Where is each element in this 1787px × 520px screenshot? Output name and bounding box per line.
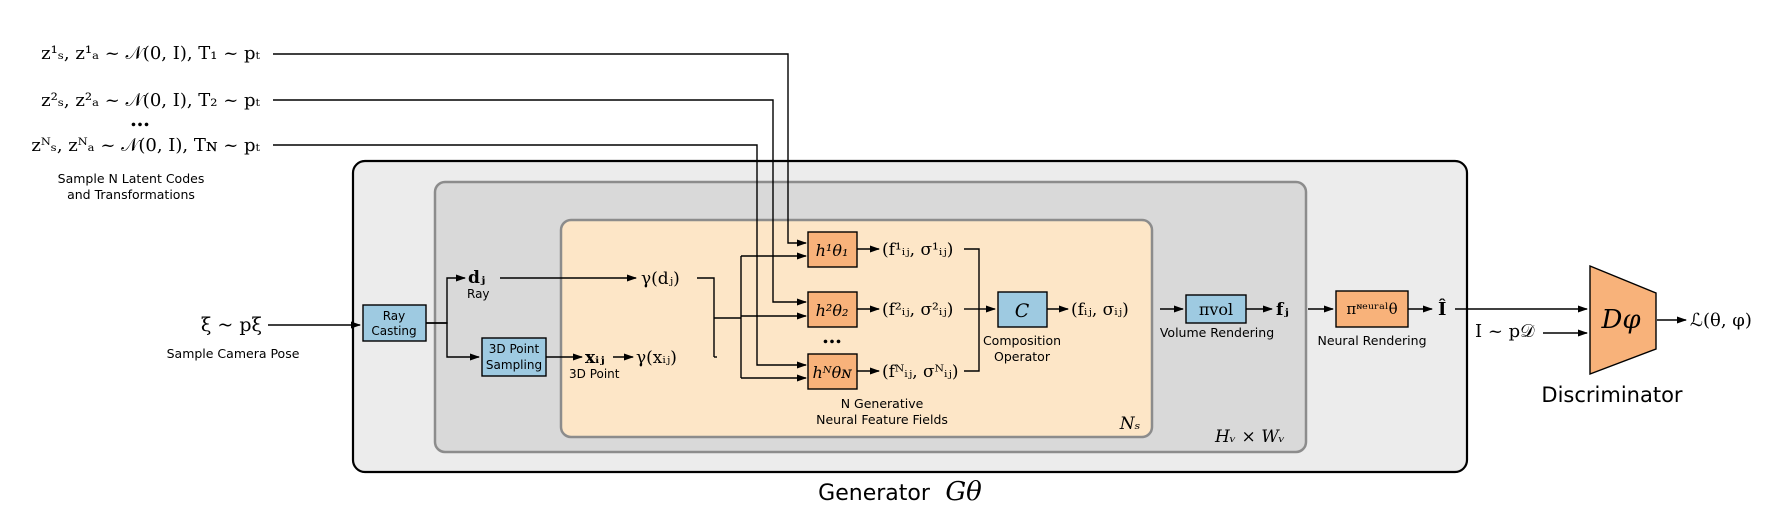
field-symbol-2: h²θ₂	[816, 301, 849, 320]
generator-symbol: Gθ	[945, 477, 982, 507]
latent-row-n: zᴺₛ, zᴺₐ ~ 𝒩(0, I), Tɴ ~ pₜ	[31, 135, 260, 156]
camera-pose-formula: ξ ~ pξ	[201, 314, 262, 336]
real-image-formula: I ~ p𝒟	[1475, 321, 1535, 342]
discriminator-symbol: Dφ	[1600, 305, 1641, 335]
point-symbol: xᵢⱼ	[585, 348, 605, 368]
latent-row-1: z¹ₛ, z¹ₐ ~ 𝒩(0, I), T₁ ~ pₜ	[41, 43, 260, 64]
ray-direction-caption: Ray	[467, 287, 490, 301]
latent-ellipsis: …	[130, 107, 150, 131]
field-block-2	[807, 291, 858, 328]
composition-symbol: C	[1015, 300, 1030, 322]
fields-caption-line1: N Generative	[841, 396, 924, 411]
field-symbol-1: h¹θ₁	[816, 241, 849, 260]
composition-merge	[964, 248, 996, 372]
volume-rendering-block	[1185, 294, 1247, 324]
composition-caption-line2: Operator	[994, 349, 1051, 364]
composition-output: (fᵢⱼ, σᵢⱼ)	[1071, 300, 1129, 320]
composition-caption-line1: Composition	[983, 333, 1061, 348]
ray-casting-label-2: Casting	[371, 324, 416, 338]
point-sampling-label-1: 3D Point	[489, 342, 540, 356]
field-block-1	[807, 231, 858, 268]
discriminator-caption: Discriminator	[1541, 383, 1683, 407]
generated-image: Î	[1438, 297, 1446, 320]
per-pixel-multiplier: Hᵥ × Wᵥ	[1214, 427, 1285, 447]
ray-direction-symbol: dⱼ	[468, 268, 485, 288]
latent-connections	[273, 53, 807, 369]
field-output-n: (fᴺᵢⱼ, σᴺᵢⱼ)	[882, 362, 959, 382]
encoding-connections	[697, 252, 807, 382]
point-sampling-label-2: Sampling	[486, 358, 542, 372]
fields-caption-line2: Neural Feature Fields	[816, 412, 948, 427]
neural-rendering-caption: Neural Rendering	[1317, 333, 1426, 348]
gamma-x: γ(xᵢⱼ)	[636, 348, 677, 368]
generator-label: Generator	[818, 481, 931, 506]
latent-caption-line1: Sample N Latent Codes	[58, 171, 205, 186]
volume-rendering-caption: Volume Rendering	[1160, 325, 1274, 340]
latent-caption-line2: and Transformations	[67, 187, 195, 202]
discriminator-block	[1589, 264, 1657, 376]
field-symbol-n: hᴺθɴ	[812, 363, 852, 382]
field-output-1: (f¹ᵢⱼ, σ¹ᵢⱼ)	[882, 240, 953, 260]
generator-caption: Generator Gθ	[818, 477, 982, 507]
field-output-arrows	[857, 245, 880, 375]
per-point-region	[559, 218, 1154, 439]
volume-output: fⱼ	[1276, 300, 1289, 320]
field-output-2: (f²ᵢⱼ, σ²ᵢⱼ)	[882, 300, 953, 320]
point-caption: 3D Point	[569, 367, 620, 381]
neural-rendering-symbol: πᶰᵉᵘʳᵃˡθ	[1346, 300, 1397, 318]
per-point-multiplier: Nₛ	[1119, 414, 1141, 434]
point-sampling-block	[481, 337, 547, 377]
gamma-d: γ(dⱼ)	[641, 269, 680, 289]
raycasting-outputs	[426, 274, 480, 361]
camera-pose-caption: Sample Camera Pose	[167, 346, 300, 361]
latent-row-2: z²ₛ, z²ₐ ~ 𝒩(0, I), T₂ ~ pₜ	[41, 90, 260, 111]
loss: ℒ(θ, φ)	[1690, 310, 1752, 331]
ray-casting-label-1: Ray	[383, 309, 406, 323]
field-ellipsis: …	[822, 324, 842, 348]
volume-rendering-symbol: πvol	[1199, 300, 1233, 319]
